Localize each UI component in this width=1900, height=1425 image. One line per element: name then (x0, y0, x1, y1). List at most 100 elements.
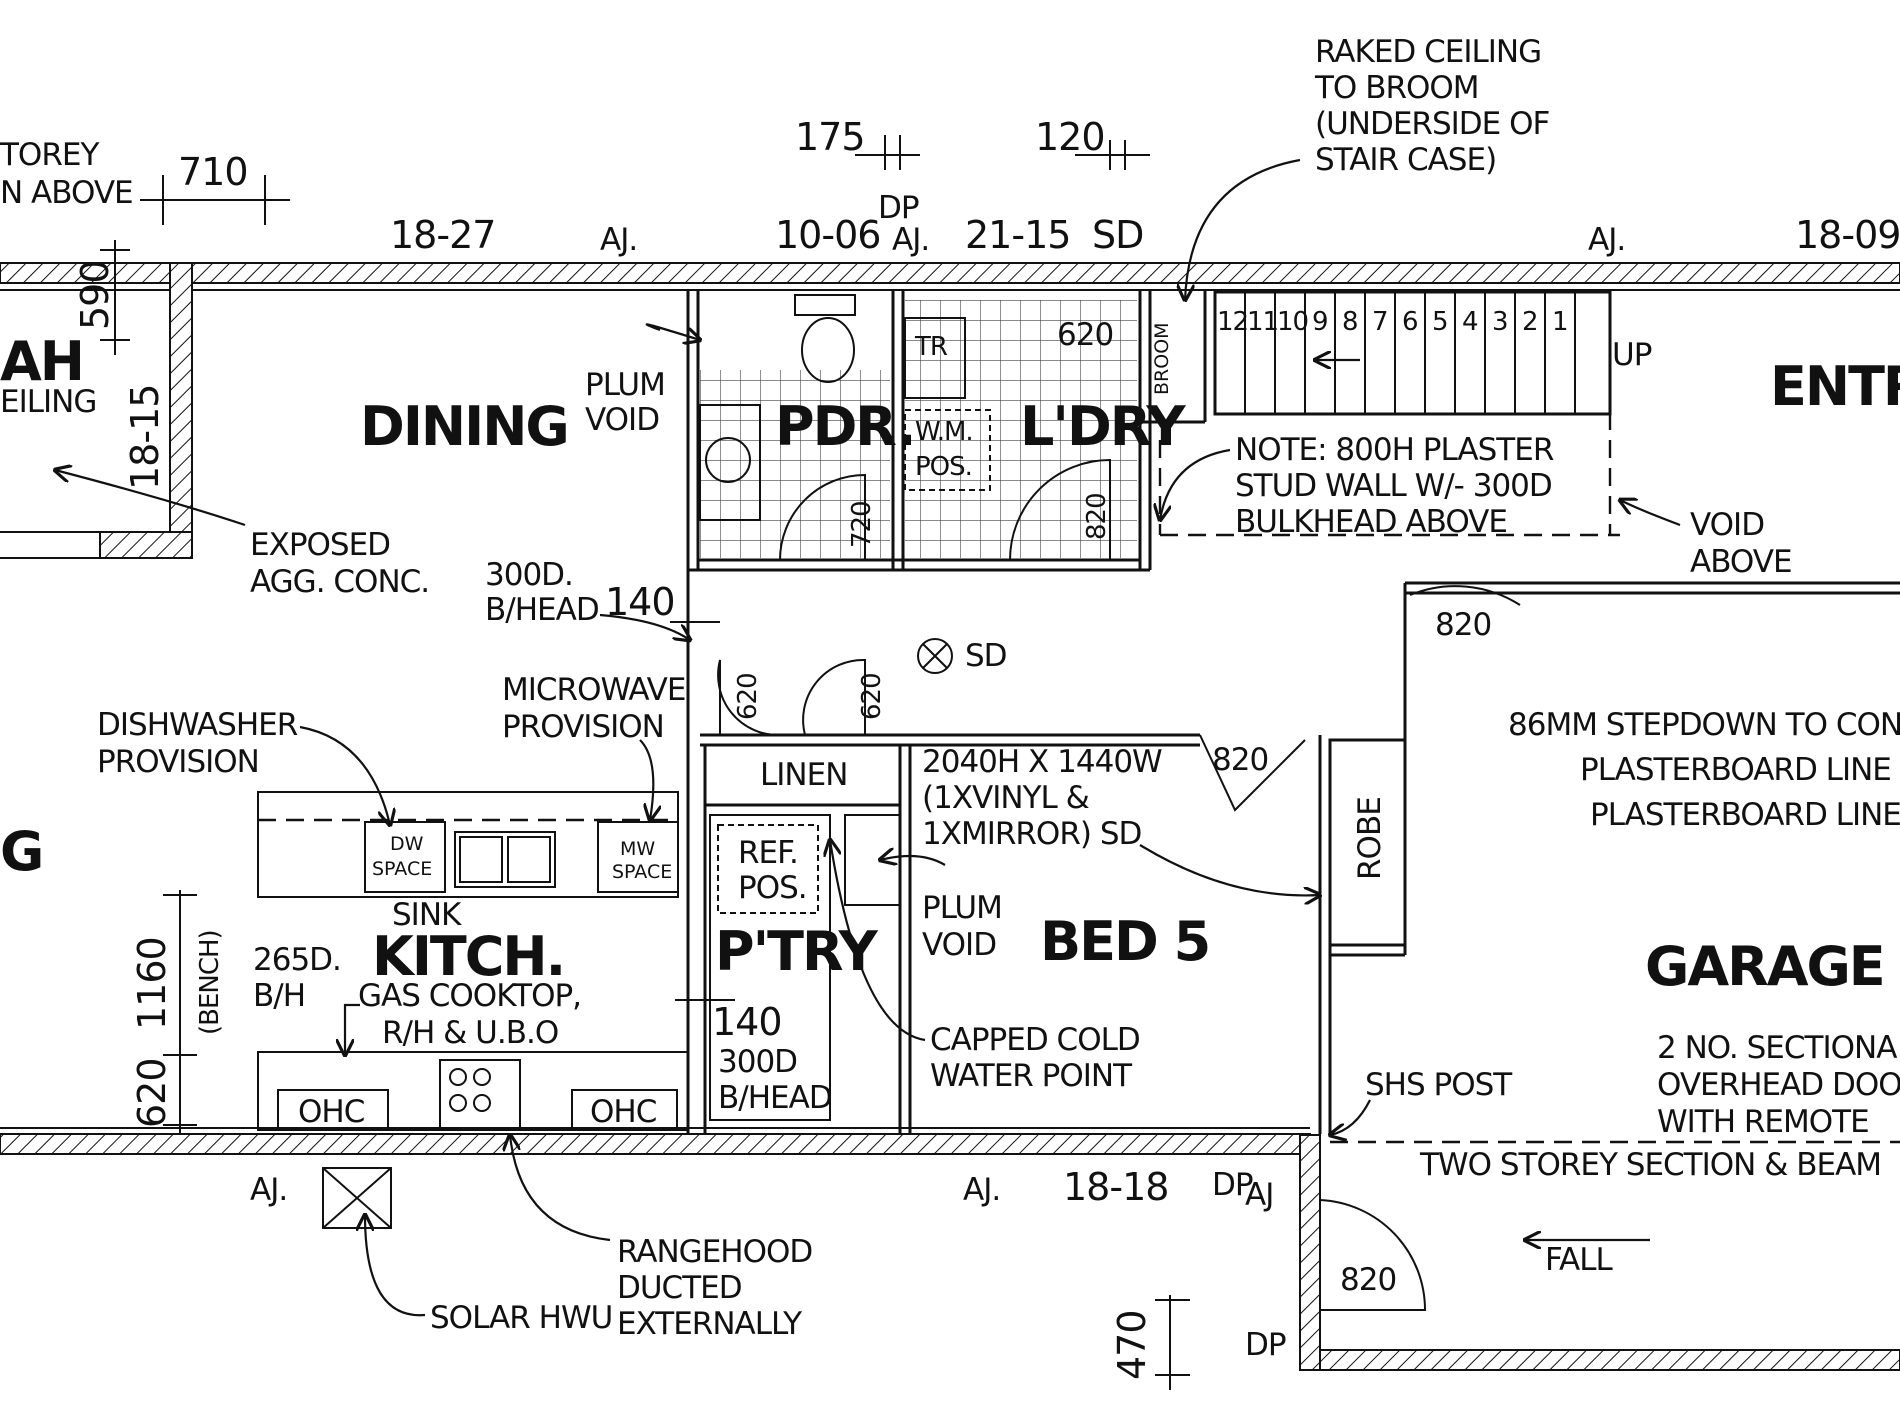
stair-num: 7 (1372, 307, 1388, 337)
bench-label: (BENCH) (195, 930, 225, 1035)
window-21-15: 21-15 (965, 213, 1070, 257)
exposed-agg-line1: EXPOSED (250, 527, 390, 563)
stair-num: 5 (1432, 307, 1448, 337)
microwave-line2: PROVISION (502, 709, 664, 745)
void-above-line1: VOID (1690, 507, 1764, 543)
dim-470: 470 (1110, 1310, 1154, 1380)
door-820-ldry: 820 (1082, 493, 1112, 540)
stair-num: 6 (1402, 307, 1418, 337)
left-wall-stub (0, 262, 193, 559)
exposed-agg-line2: AGG. CONC. (250, 564, 429, 600)
stair-num: 10 (1277, 307, 1308, 337)
cooktop-line2: R/H & U.B.O (382, 1015, 558, 1051)
garage-door-line2: OVERHEAD DOO (1657, 1067, 1900, 1103)
bulkhead-note-line1: NOTE: 800H PLASTER (1235, 432, 1554, 468)
wm-pos-line1: W.M. (915, 417, 973, 447)
wm-pos-line2: POS. (915, 452, 972, 482)
storey-note-line2: N ABOVE (0, 175, 133, 211)
bulkhead-300-bot-line1: 300D (718, 1044, 797, 1080)
mw-space-line1: MW (620, 838, 655, 860)
garage-walls (1299, 581, 1900, 1371)
raked-note-line1: RAKED CEILING (1315, 34, 1541, 70)
door-820-garage: 820 (1435, 607, 1491, 643)
dp-bottom: DP (1212, 1167, 1253, 1203)
microwave-line1: MICROWAVE (502, 672, 685, 708)
void-above-line2: ABOVE (1690, 544, 1792, 580)
room-pdr: PDR. (775, 395, 915, 458)
smoke-detector-label: SD (965, 638, 1007, 674)
window-18-18: 18-18 (1063, 1165, 1168, 1209)
capped-water-line1: CAPPED COLD (930, 1022, 1140, 1058)
plum-void-2-line1: PLUM (922, 890, 1002, 926)
stairs (1213, 290, 1612, 416)
garage-door-line1: 2 NO. SECTIONA (1657, 1030, 1897, 1066)
left-g-fragment: G (0, 820, 42, 883)
bulkhead-300-top-line2: B/HEAD (485, 592, 599, 628)
mw-space-line2: SPACE (612, 861, 672, 883)
bed5-window-line2: (1XVINYL & (922, 780, 1090, 816)
stair-num: 11 (1247, 307, 1278, 337)
door-820-bed: 820 (1212, 742, 1268, 778)
window-18-09: 18-09 (1795, 213, 1900, 257)
sink-label: SINK (392, 897, 462, 933)
dp-bottom-2: DP (1245, 1327, 1286, 1363)
top-external-wall (0, 262, 1900, 291)
raked-note-line3: (UNDERSIDE OF (1315, 106, 1550, 142)
stair-num: 8 (1342, 307, 1358, 337)
aj-bottom-1: AJ. (250, 1172, 287, 1208)
dim-18-15: 18-15 (123, 385, 167, 490)
window-18-27: 18-27 (390, 213, 495, 257)
bed5-window-line3: 1XMIRROR) SD (922, 816, 1141, 852)
room-ptry: P'TRY (715, 920, 879, 983)
bh-265-line1: 265D. (253, 942, 341, 978)
stair-num: 1 (1552, 307, 1568, 337)
solar-hwu-label: SOLAR HWU (430, 1300, 612, 1336)
door-620-a: 620 (733, 673, 763, 720)
bulkhead-note-line3: BULKHEAD ABOVE (1235, 504, 1507, 540)
stair-up-label: UP (1612, 337, 1652, 373)
stair-num: 4 (1462, 307, 1478, 337)
room-kitch: KITCH. (372, 925, 564, 988)
window-10-06: 10-06 (775, 213, 880, 257)
rangehood-line1: RANGEHOOD (617, 1234, 812, 1270)
plum-void-1-line2: VOID (585, 402, 659, 438)
dim-140-bottom: 140 (712, 1000, 782, 1044)
aj-top-3: AJ. (1588, 222, 1625, 258)
stair-num: 12 (1217, 307, 1248, 337)
door-720: 720 (847, 501, 877, 548)
trough-fixture (904, 317, 966, 399)
room-dining: DINING (360, 395, 568, 458)
toilet-fixture (794, 294, 856, 383)
ohc-label-2: OHC (590, 1094, 656, 1130)
bulkhead-note-line2: STUD WALL W/- 300D (1235, 468, 1552, 504)
leader-arrows (55, 158, 1681, 1317)
stair-tread-numbers: 12 11 10 9 8 7 6 5 4 3 2 1 (1217, 307, 1569, 337)
pantry-shelves (709, 814, 901, 1121)
room-entry: ENTRY (1770, 355, 1900, 418)
fall-label: FALL (1545, 1242, 1613, 1278)
washing-machine-position (904, 409, 991, 491)
storey-note-line1: TOREY (0, 137, 99, 173)
dim-1160: 1160 (130, 937, 174, 1030)
dw-space-line1: DW (390, 833, 424, 855)
trough-label: TR (914, 332, 948, 362)
garage-note-line2: PLASTERBOARD LINE (1580, 752, 1891, 788)
stair-num: 9 (1312, 307, 1328, 337)
rangehood-line2: DUCTED (617, 1270, 742, 1306)
bulkhead-300-bot-line2: B/HEAD (718, 1080, 832, 1116)
door-620-b: 620 (857, 673, 887, 720)
raked-note-line2: TO BROOM (1314, 70, 1479, 106)
ref-pos-line1: REF. (738, 835, 798, 871)
room-bed5: BED 5 (1040, 910, 1209, 973)
ohc-label-1: OHC (298, 1094, 364, 1130)
dishwasher-line1: DISHWASHER (97, 707, 298, 743)
solar-hwu-box (322, 1167, 392, 1229)
room-ldry: L'DRY (1020, 395, 1186, 458)
dim-710: 710 (178, 150, 248, 194)
garage-note-line3: PLASTERBOARD LINE (1590, 797, 1900, 833)
smoke-detector-symbol (917, 638, 953, 674)
left-ceiling-fragment: EILING (0, 384, 96, 420)
aj-bottom-2: AJ. (963, 1172, 1000, 1208)
plum-void-1-line1: PLUM (585, 367, 665, 403)
